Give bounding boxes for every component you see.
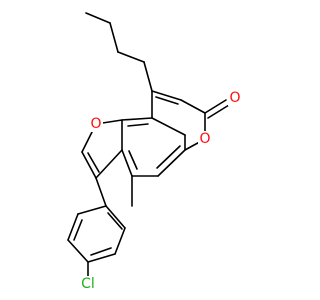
bond-benz-3-inner [156,145,181,169]
bond-phenyl-1 [105,205,126,229]
bond-phenyl-4 [67,239,89,263]
bond-butyl-1 [143,61,153,92]
bond-aryl-link [95,177,107,207]
bond-phenyl-3-inner [90,247,112,256]
bond-pyran-c3-c2 [180,99,206,114]
bond-carbonyl-2 [207,104,230,119]
bond-benz-1 [151,117,186,136]
molecule-drawing: O O O Cl [67,12,242,292]
bond-butyl-2 [117,51,145,63]
atom-label-furan-oxygen: O [90,116,101,132]
bond-benz-5-inner [128,150,138,170]
bond-furan-c2-c3-inner [87,152,100,173]
bond-phenyl-5-inner [73,219,83,241]
atom-label-carbonyl-oxygen: O [229,90,240,106]
bond-phenyl-1-inner [107,212,123,230]
bond-furan-c2-c3 [81,151,97,179]
bond-butyl-4 [85,12,111,24]
bond-phenyl-3 [87,253,116,263]
bond-benz-7 [121,117,153,121]
bond-benz-5 [121,149,133,177]
atom-label-chlorine: Cl [81,276,95,292]
bond-benz-3 [157,149,186,177]
bond-pyran-c4-c3-inner [155,96,179,105]
structure-canvas: O O O Cl [67,12,242,292]
bond-phenyl-5 [67,213,79,241]
bond-carbonyl-1 [204,99,227,114]
bond-butyl-3 [109,22,119,53]
bond-furan-c3-c3a [95,149,123,179]
bond-phenyl-6 [77,205,107,215]
bond-benz-7-inner [127,123,149,127]
bond-pyran-c4-c3 [151,90,182,101]
bond-phenyl-2 [114,227,126,255]
atom-label-pyran-oxygen: O [199,131,210,147]
